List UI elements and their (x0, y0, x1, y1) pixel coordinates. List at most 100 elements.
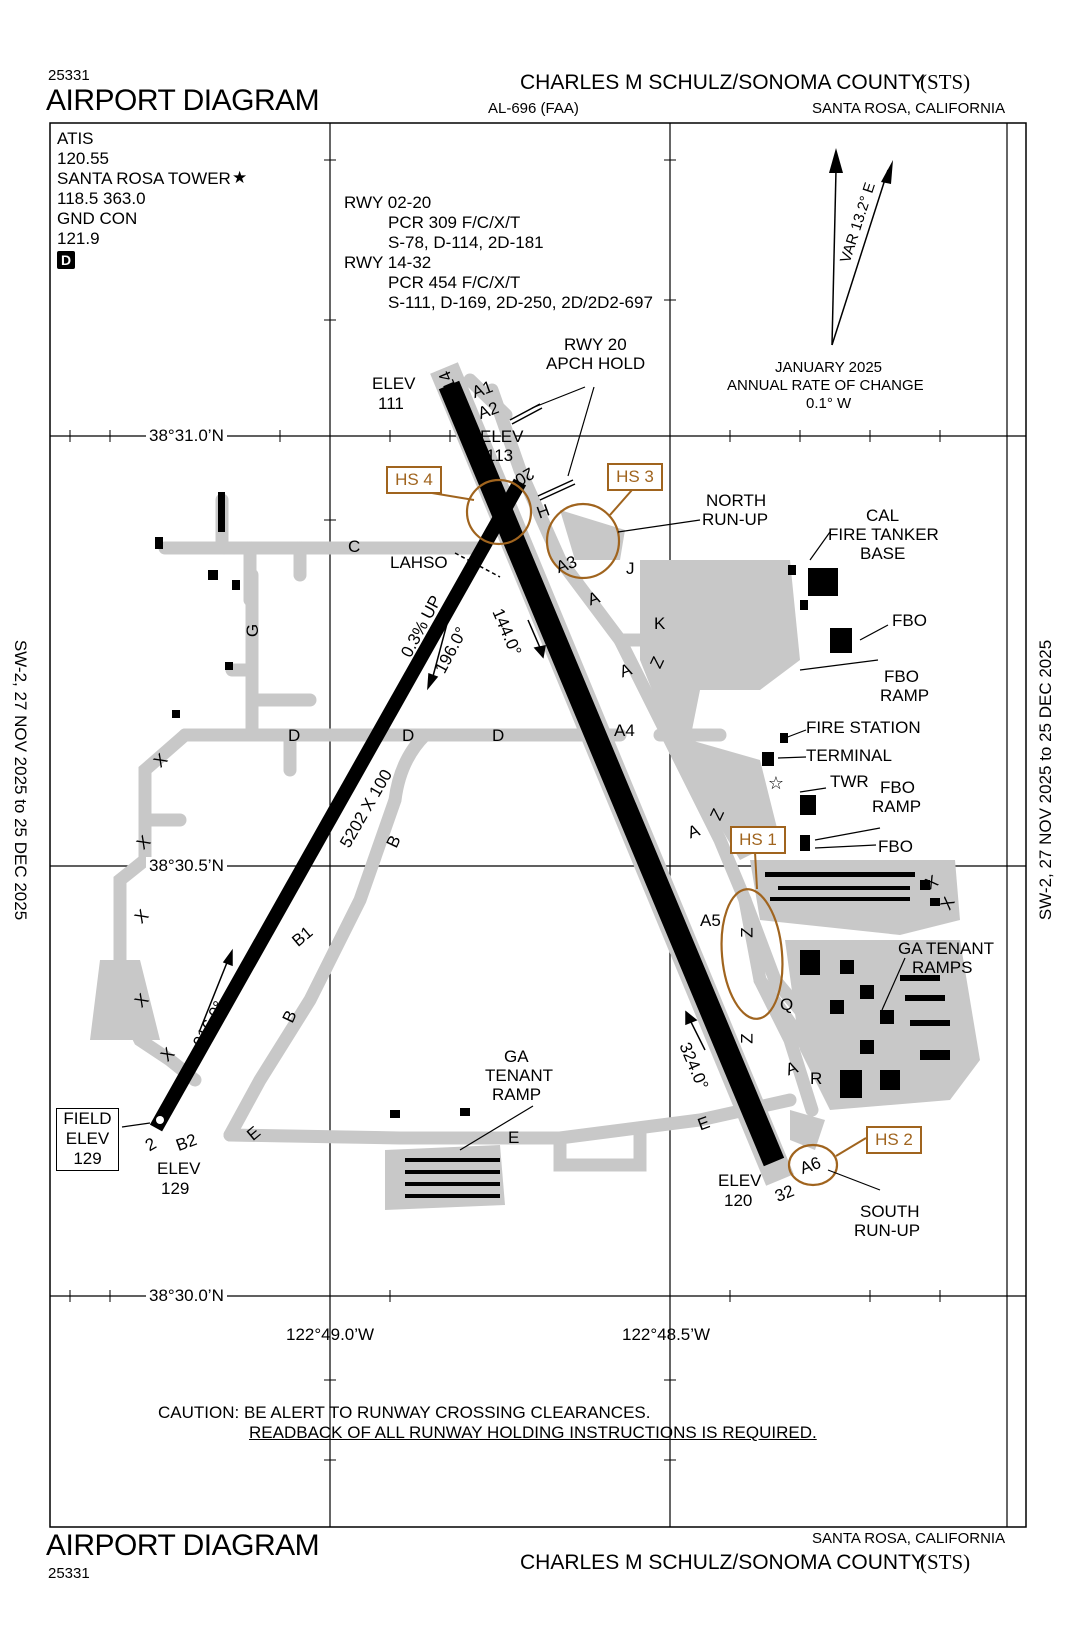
ga-tenant-ramps-line1: GA TENANT (898, 939, 995, 958)
elev-2-value: 129 (161, 1179, 190, 1198)
south-runup-line1: SOUTH (860, 1202, 920, 1221)
chart-id: AL-696 (FAA) (488, 100, 579, 117)
digital-atis-badge: D (57, 251, 75, 269)
taxiway-label-z-4: Z (737, 1033, 757, 1044)
lahso-label: LAHSO (390, 553, 448, 572)
elev-20-label: ELEV (480, 427, 524, 446)
hotspot-outlines (465, 478, 839, 1187)
ga-tenant-ramps-east (785, 940, 980, 1110)
elev-14-value: 111 (378, 394, 404, 413)
hs4-area (465, 478, 533, 546)
ground-control-label: GND CON (57, 209, 138, 228)
ga-tenant-ramp-line3: RAMP (492, 1085, 542, 1104)
hotspot-hs3: HS 3 (607, 463, 663, 491)
taxiway-label-k: K (654, 614, 666, 633)
north-runup-pad (560, 510, 625, 560)
taxiway-label-a4: A4 (614, 721, 635, 740)
south-runup-pad (790, 1110, 825, 1150)
lahso-line (454, 552, 501, 578)
tower-frequencies: 118.5 363.0 (57, 189, 146, 208)
rwy-02-20-strength: S-78, D-114, 2D-181 (388, 233, 544, 252)
aprons (90, 510, 980, 1210)
elev-32-value: 120 (724, 1191, 753, 1210)
annual-rate-value: 0.1° W (806, 395, 852, 412)
atis-frequency: 120.55 (57, 149, 109, 168)
field-elev-line1: FIELD (63, 1109, 112, 1128)
procedure-number: 25331 (48, 67, 90, 84)
ga-tenant-ramp-line1: GA (504, 1047, 529, 1066)
runway-02-20 (149, 478, 527, 1132)
elev-32-label: ELEV (718, 1171, 762, 1190)
tower-star-icon: ★ (232, 168, 248, 187)
ga-tenant-ramps-line2: RAMPS (912, 958, 973, 977)
airport-name: CHARLES M SCHULZ/SONOMA COUNTY (520, 71, 925, 94)
lat-lon-grid (50, 123, 1026, 1527)
cal-fire-line1: CAL (866, 506, 900, 525)
north-runup-line1: NORTH (706, 491, 767, 510)
taxiway-b (223, 728, 432, 1142)
latitude-north: 38°31.0’N (146, 427, 227, 444)
elev-20-value: 113 (486, 446, 514, 465)
south-runup-line2: RUN-UP (854, 1221, 921, 1240)
hotspot-leaders (413, 489, 867, 1157)
chart-frame (49, 122, 1027, 1528)
taxiway-label-d-east: D (492, 726, 505, 745)
taxiway-label-d-west: D (288, 726, 301, 745)
twr-label: TWR (830, 772, 869, 791)
fbo-label-south: FBO (878, 837, 913, 856)
variation-date: JANUARY 2025 (775, 359, 883, 376)
north-runup-line2: RUN-UP (702, 510, 769, 529)
elev-2-label: ELEV (157, 1159, 201, 1178)
footer-airport-id: (STS) (920, 1550, 971, 1574)
taxiway-x (113, 728, 202, 1087)
cal-fire-line3: BASE (860, 544, 906, 563)
tower-star-icon: ☆ (768, 773, 784, 793)
fbo-ramp-north-line2: RAMP (880, 686, 930, 705)
hs2-area (787, 1143, 839, 1187)
rwy20-apch-hold-line2: APCH HOLD (546, 354, 646, 373)
latitude-middle: 38°30.5’N (146, 857, 227, 874)
field-elev-line2: ELEV (65, 1129, 110, 1148)
taxiway-label-g: G (243, 623, 263, 638)
footer-procedure-number: 25331 (48, 1565, 90, 1582)
runway-2-threshold-marker (156, 1116, 164, 1124)
taxiway-label-e-mid: E (508, 1128, 520, 1147)
west-apron (90, 960, 160, 1040)
taxiway-label-z-3: Z (737, 927, 757, 938)
taxiway-a1 (463, 373, 513, 422)
fbo-ramp-south-line1: FBO (880, 778, 915, 797)
taxiway-label-a5: A5 (700, 911, 721, 930)
grid-ticks (69, 159, 941, 1461)
annual-rate-label: ANNUAL RATE OF CHANGE (727, 377, 924, 394)
fbo-ramp-north-line1: FBO (884, 667, 919, 686)
label-leaders (121, 386, 906, 1191)
tower-label: SANTA ROSA TOWER (57, 169, 231, 188)
latitude-south: 38°30.0’N (146, 1287, 227, 1304)
hotspot-hs1: HS 1 (730, 826, 786, 854)
rwy-14-32-strength: S-111, D-169, 2D-250, 2D/2D2-697 (388, 293, 653, 312)
field-elevation-box: FIELD ELEV 129 (56, 1108, 119, 1171)
hs1-area (720, 888, 784, 1020)
hs3-area (545, 502, 621, 580)
airport-id: (STS) (920, 70, 971, 94)
heading-arrows (199, 604, 706, 1051)
atis-label: ATIS (57, 129, 94, 148)
buildings (155, 492, 950, 1198)
fbo-ramp-south-line2: RAMP (872, 797, 922, 816)
footer-airport-name: CHARLES M SCHULZ/SONOMA COUNTY (520, 1551, 925, 1574)
hotspot-hs4: HS 4 (386, 466, 442, 494)
rwy-14-32-name: RWY 14-32 (344, 253, 432, 272)
ground-control-frequency: 121.9 (57, 229, 100, 248)
page-title: AIRPORT DIAGRAM (46, 84, 320, 117)
longitude-west: 122°49.0’W (286, 1325, 375, 1344)
taxiway-label-r: R (810, 1069, 823, 1088)
elev-14-label: ELEV (372, 374, 416, 393)
rwy-02-20-pcr: PCR 309 F/C/X/T (388, 213, 521, 232)
footer-location: SANTA ROSA, CALIFORNIA (812, 1530, 1006, 1547)
rwy-14-32-pcr: PCR 454 F/C/X/T (388, 273, 521, 292)
location: SANTA ROSA, CALIFORNIA (812, 100, 1006, 117)
fire-station-label: FIRE STATION (806, 718, 921, 737)
fbo-label-north: FBO (892, 611, 927, 630)
north-arrow (829, 148, 893, 346)
